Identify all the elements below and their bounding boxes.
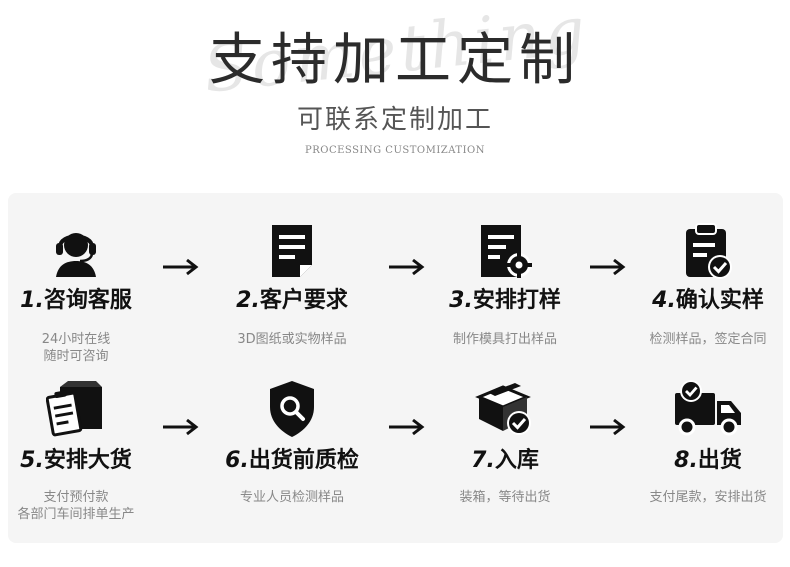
header: Something 支持加工定制 可联系定制加工 PROCESSING CUST… — [0, 0, 790, 185]
step-desc-line1: 装箱，等待出货 — [459, 490, 551, 505]
step-title: 8.出货 — [674, 448, 742, 473]
step-desc-line1: 制作模具打出样品 — [452, 332, 557, 347]
step-title: 5.安排大货 — [20, 448, 132, 473]
step-desc-line2: 各部门车间排单生产 — [17, 507, 135, 522]
arrow-right-icon — [161, 257, 201, 277]
document-icon — [202, 221, 382, 281]
step-desc-line1: 专业人员检测样品 — [239, 490, 344, 505]
arrow-right-icon — [387, 417, 427, 437]
shield-search-icon — [202, 379, 382, 439]
step-title: 6.出货前质检 — [225, 448, 359, 473]
truck-check-icon — [618, 379, 790, 439]
step-desc-line2: 随时可咨询 — [43, 349, 109, 364]
step-title: 4.确认实样 — [652, 288, 764, 313]
arrow-right-icon — [588, 257, 628, 277]
box-clipboard-icon — [0, 379, 166, 439]
headset-agent-icon — [0, 221, 166, 281]
step-desc-line1: 检测样品，签定合同 — [649, 332, 767, 347]
clipboard-check-icon — [618, 221, 790, 281]
page-title: 支持加工定制 — [209, 28, 581, 93]
step-desc-line1: 3D图纸或实物样品 — [237, 332, 347, 347]
step-desc-line1: 支付预付款 — [43, 490, 109, 505]
step-desc-line1: 支付尾款，安排出货 — [649, 490, 767, 505]
step-desc-line1: 24小时在线 — [41, 332, 111, 347]
step-title: 7.入库 — [471, 448, 539, 473]
box-check-icon — [415, 379, 595, 439]
step-title: 3.安排打样 — [449, 288, 561, 313]
page-subtitle: 可联系定制加工 — [296, 105, 493, 135]
process-panel: 1.咨询客服 24小时在线 随时可咨询 2.客户要求 3D图纸或实物样品 — [8, 193, 783, 543]
arrow-right-icon — [387, 257, 427, 277]
arrow-right-icon — [588, 417, 628, 437]
english-subtitle: PROCESSING CUSTOMIZATION — [305, 145, 485, 156]
arrow-right-icon — [161, 417, 201, 437]
step-title: 2.客户要求 — [236, 288, 348, 313]
document-gear-icon — [415, 221, 595, 281]
step-title: 1.咨询客服 — [20, 288, 132, 313]
